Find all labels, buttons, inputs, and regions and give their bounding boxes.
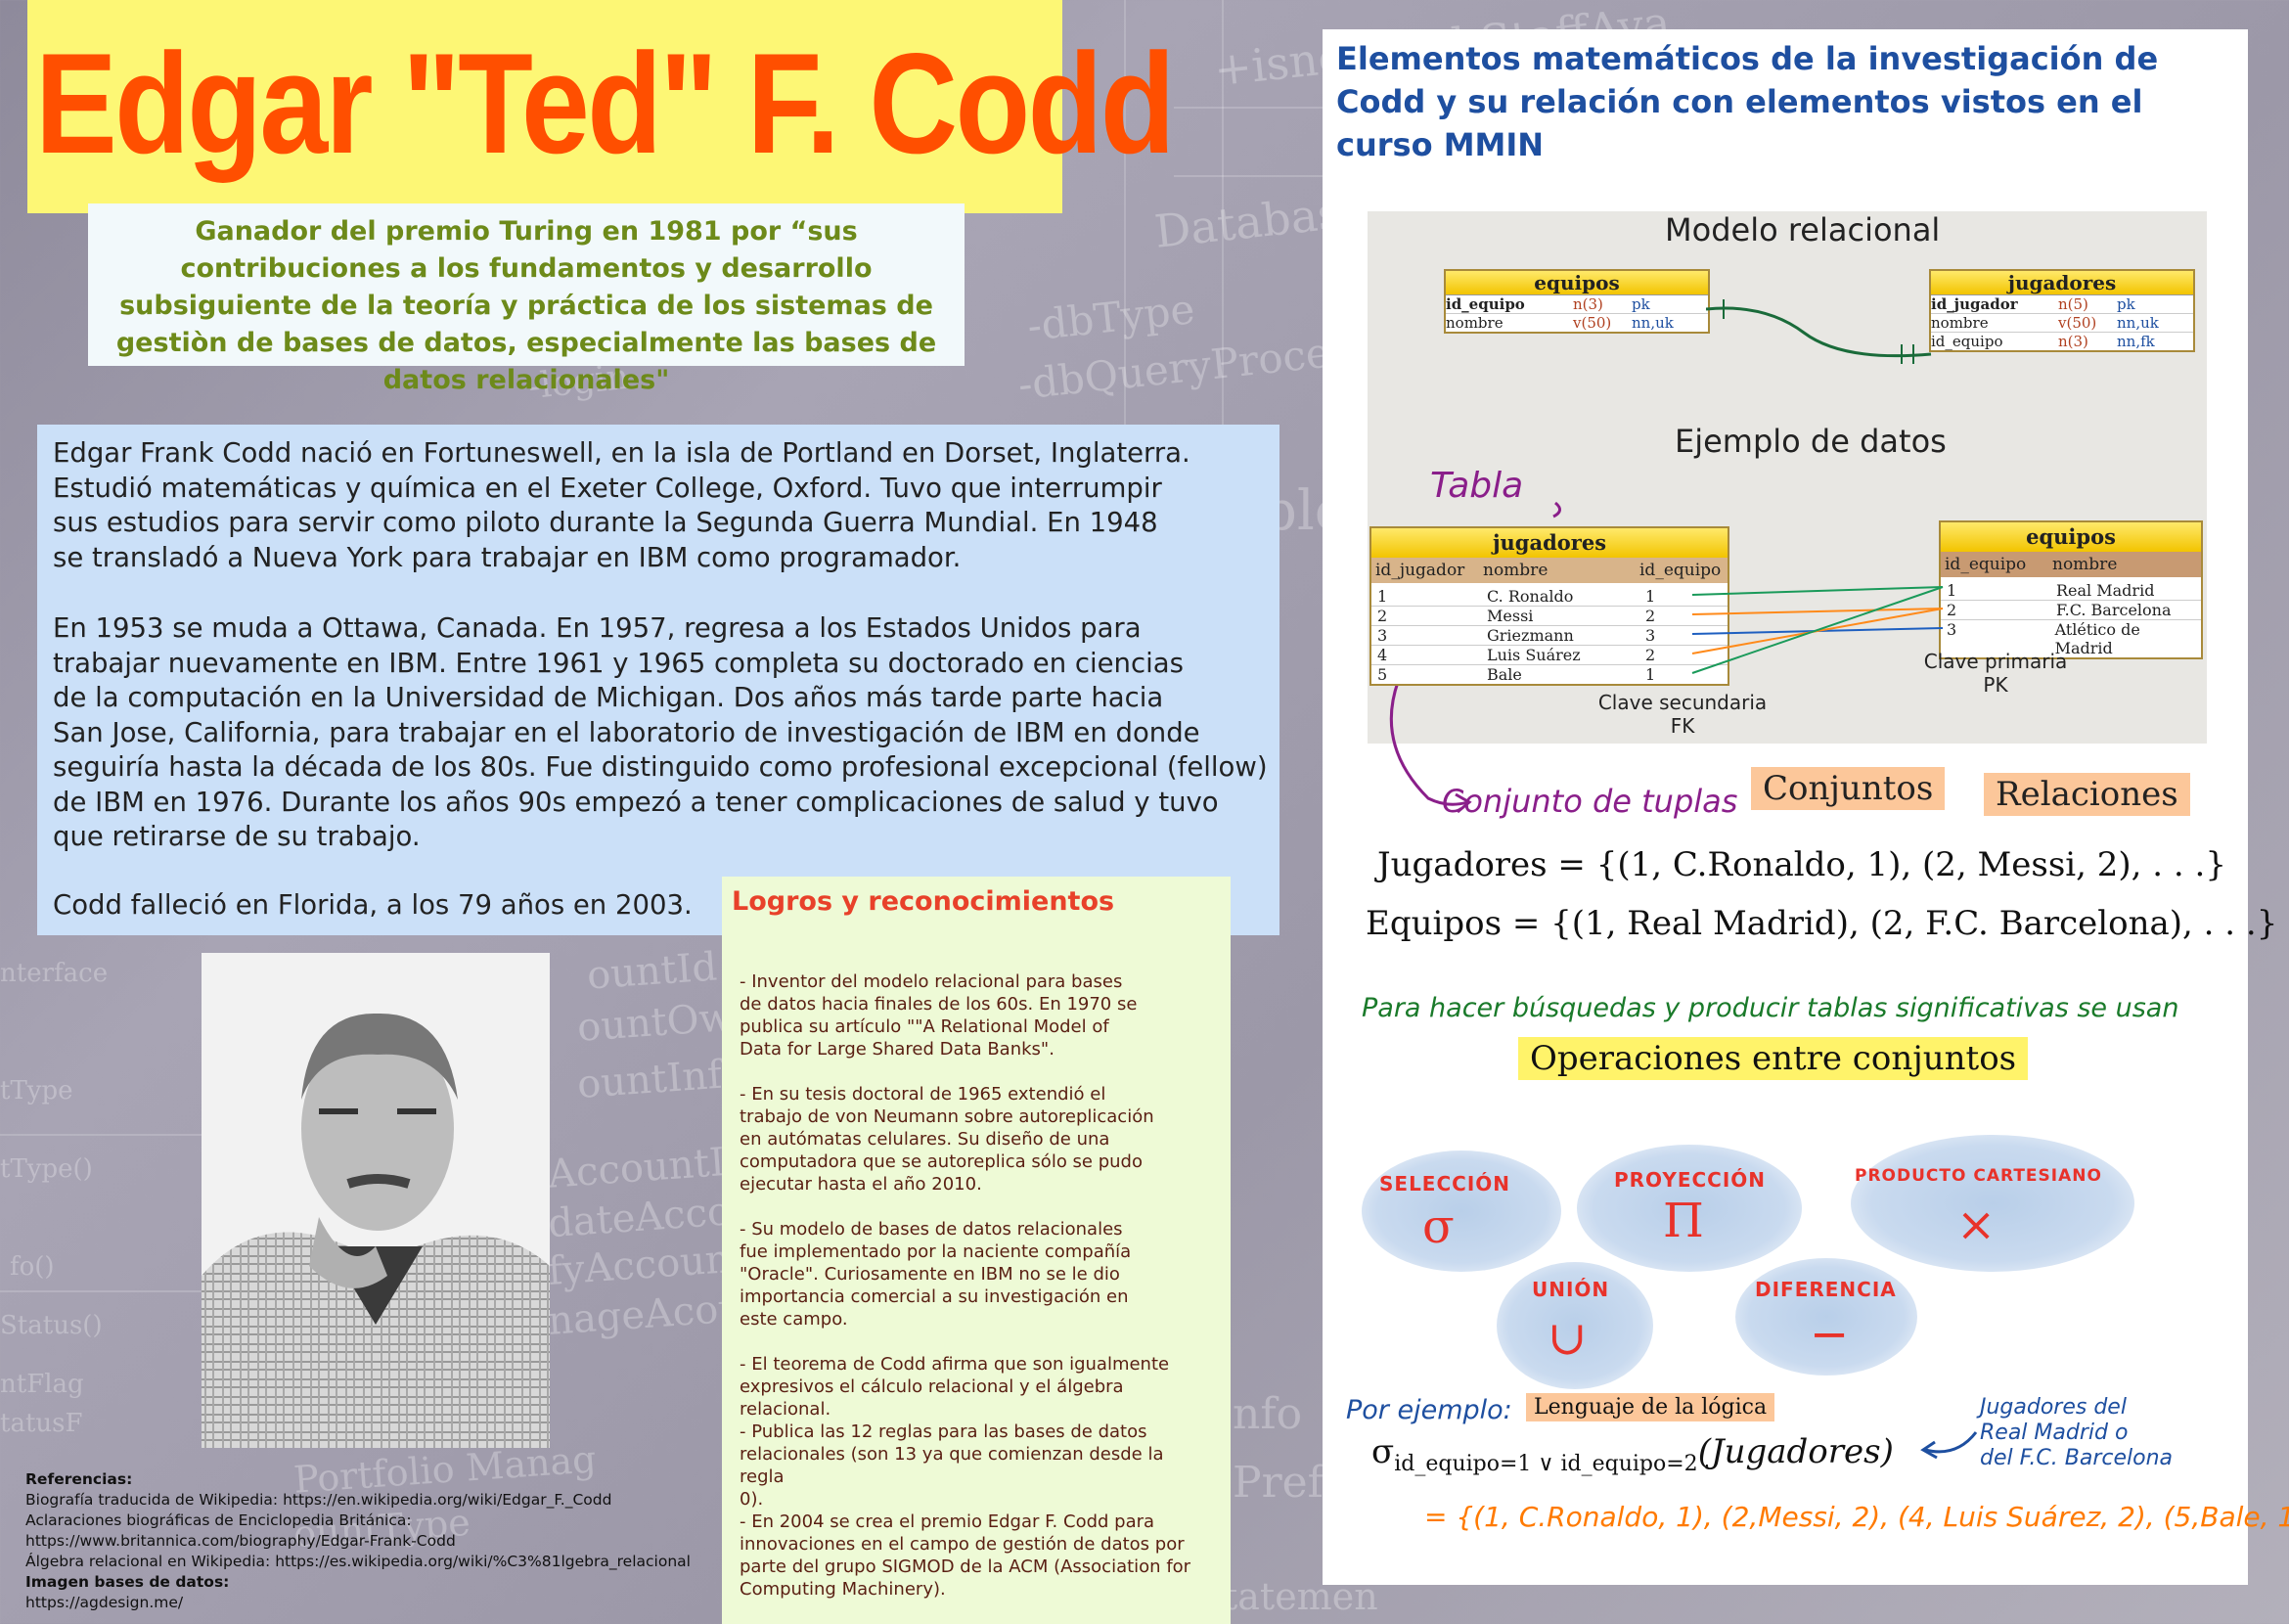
bg-word: nterface bbox=[0, 959, 109, 988]
logic-language-tag: Lenguaje de la lógica bbox=[1526, 1393, 1775, 1421]
schema-table-header: jugadores bbox=[1931, 271, 2193, 294]
reference-line[interactable]: Biografía traducida de Wikipedia: https:… bbox=[25, 1491, 612, 1509]
sets-tag: Conjuntos bbox=[1751, 767, 1946, 810]
schema-relationship-line bbox=[1706, 299, 1932, 364]
references: Referencias: Biografía traducida de Wiki… bbox=[25, 1469, 710, 1613]
arrow-left-icon bbox=[1920, 1431, 1978, 1460]
pi-icon: Π bbox=[1663, 1194, 1704, 1248]
bio-line: de IBM en 1976. Durante los años 90s emp… bbox=[53, 786, 1219, 818]
foreign-key-links bbox=[1691, 586, 1944, 674]
achievement-item: - En 2004 se crea el premio Edgar F. Cod… bbox=[740, 1511, 1191, 1600]
image-credit-heading: Imagen bases de datos: bbox=[25, 1573, 230, 1591]
bio-line: trabajar nuevamente en IBM. Entre 1961 y… bbox=[53, 647, 1184, 679]
bio-line: se transladó a Nueva York para trabajar … bbox=[53, 541, 962, 573]
jugadores-set-equation: Jugadores = {(1, C.Ronaldo, 1), (2, Mess… bbox=[1377, 845, 2226, 884]
bg-word: tType() bbox=[0, 1154, 93, 1184]
achievement-item: - El teorema de Codd afirma que son igua… bbox=[740, 1354, 1170, 1420]
data-table-header: equipos bbox=[1941, 522, 2201, 552]
selection-blob bbox=[1362, 1150, 1561, 1272]
achievement-item: - Su modelo de bases de datos relacional… bbox=[740, 1219, 1132, 1330]
schema-table-header: equipos bbox=[1446, 271, 1708, 294]
relations-tag: Relaciones bbox=[1984, 773, 2190, 816]
bg-word: fo() bbox=[10, 1252, 55, 1282]
set-operations-tag: Operaciones entre conjuntos bbox=[1518, 1037, 2029, 1080]
image-credit-url[interactable]: https://agdesign.me/ bbox=[25, 1594, 184, 1611]
minus-icon: − bbox=[1810, 1307, 1850, 1362]
bio-line: Estudió matemáticas y química en el Exet… bbox=[53, 472, 1162, 504]
selection-expression: σid_equipo=1 ∨ id_equipo=2(Jugadores) bbox=[1371, 1432, 1894, 1476]
biography-paragraph-3: Codd falleció en Florida, a los 79 años … bbox=[53, 889, 693, 921]
bio-line: San Jose, California, para trabajar en e… bbox=[53, 716, 1200, 748]
math-panel-title: Elementos matemáticos de la investigació… bbox=[1336, 40, 2159, 163]
turing-award-box bbox=[88, 203, 965, 366]
union-blob bbox=[1497, 1262, 1653, 1389]
cartesian-product-label: PRODUCTO CARTESIANO bbox=[1855, 1166, 2102, 1186]
achievement-item: - Publica las 12 reglas para las bases d… bbox=[740, 1421, 1164, 1510]
biography-paragraph-1: Edgar Frank Codd nació en Fortuneswell, … bbox=[53, 436, 1276, 575]
page-title: Edgar "Ted" F. Codd bbox=[35, 23, 1175, 183]
union-icon: ∪ bbox=[1548, 1311, 1588, 1366]
bg-word: nfo bbox=[1233, 1389, 1303, 1439]
bio-line: que retirarse de su trabajo. bbox=[53, 821, 421, 852]
reference-line: Aclaraciones biográficas de Enciclopedia… bbox=[25, 1511, 412, 1529]
data-table-header: jugadores bbox=[1371, 528, 1728, 558]
codd-portrait-photo bbox=[202, 953, 550, 1448]
tabla-annotation: Tabla bbox=[1430, 466, 1524, 506]
projection-blob bbox=[1577, 1145, 1802, 1272]
relational-model-heading: Modelo relacional bbox=[1665, 211, 1941, 248]
bg-word: Pref bbox=[1233, 1458, 1324, 1508]
times-icon: × bbox=[1956, 1197, 1997, 1252]
biography-paragraph-2: En 1953 se muda a Ottawa, Canada. En 195… bbox=[53, 611, 1276, 855]
equipos-set-equation: Equipos = {(1, Real Madrid), (2, F.C. Ba… bbox=[1366, 904, 2278, 943]
bio-line: sus estudios para servir como piloto dur… bbox=[53, 507, 1158, 538]
bg-word: tatusF bbox=[0, 1409, 83, 1438]
references-heading: Referencias: bbox=[25, 1470, 133, 1488]
difference-blob bbox=[1735, 1258, 1917, 1376]
achievement-item: - Inventor del modelo relacional para ba… bbox=[740, 971, 1138, 1060]
data-example-heading: Ejemplo de datos bbox=[1675, 423, 1947, 460]
selection-label: SELECCIÓN bbox=[1379, 1172, 1511, 1195]
reference-line[interactable]: https://www.britannica.com/biography/Edg… bbox=[25, 1532, 456, 1550]
union-label: UNIÓN bbox=[1532, 1278, 1610, 1301]
selection-result: = {(1, C.Ronaldo, 1), (2,Messi, 2), (4, … bbox=[1424, 1501, 2289, 1533]
bio-line: En 1953 se muda a Ottawa, Canada. En 195… bbox=[53, 612, 1142, 644]
projection-label: PROYECCIÓN bbox=[1614, 1168, 1767, 1192]
achievements-box bbox=[722, 877, 1231, 1624]
turing-award-text: Ganador del premio Turing en 1981 por “s… bbox=[115, 216, 937, 395]
bg-word: ntFlag bbox=[0, 1370, 84, 1399]
achievements-title: Logros y reconocimientos bbox=[732, 886, 1115, 917]
tuple-set-annotation: Conjunto de tuplas bbox=[1442, 783, 1738, 820]
reference-line[interactable]: Álgebra relacional en Wikipedia: https:/… bbox=[25, 1553, 691, 1570]
bio-line: de la computación en la Universidad de M… bbox=[53, 682, 1164, 713]
cartesian-product-blob bbox=[1851, 1135, 2134, 1272]
title-banner bbox=[27, 0, 1062, 213]
search-note: Para hacer búsquedas y producir tablas s… bbox=[1362, 993, 2179, 1023]
biography-box bbox=[37, 425, 1279, 935]
bio-line: Edgar Frank Codd nació en Fortuneswell, … bbox=[53, 437, 1190, 469]
example-label: Por ejemplo: bbox=[1346, 1395, 1512, 1425]
difference-label: DIFERENCIA bbox=[1755, 1278, 1897, 1301]
bg-word: Status() bbox=[0, 1311, 103, 1340]
achievement-item: - En su tesis doctoral de 1965 extendió … bbox=[740, 1084, 1154, 1195]
bg-word: tType bbox=[0, 1076, 73, 1105]
bio-line: seguiría hasta la década de los 80s. Fue… bbox=[53, 751, 1268, 783]
sigma-icon: σ bbox=[1422, 1199, 1455, 1254]
